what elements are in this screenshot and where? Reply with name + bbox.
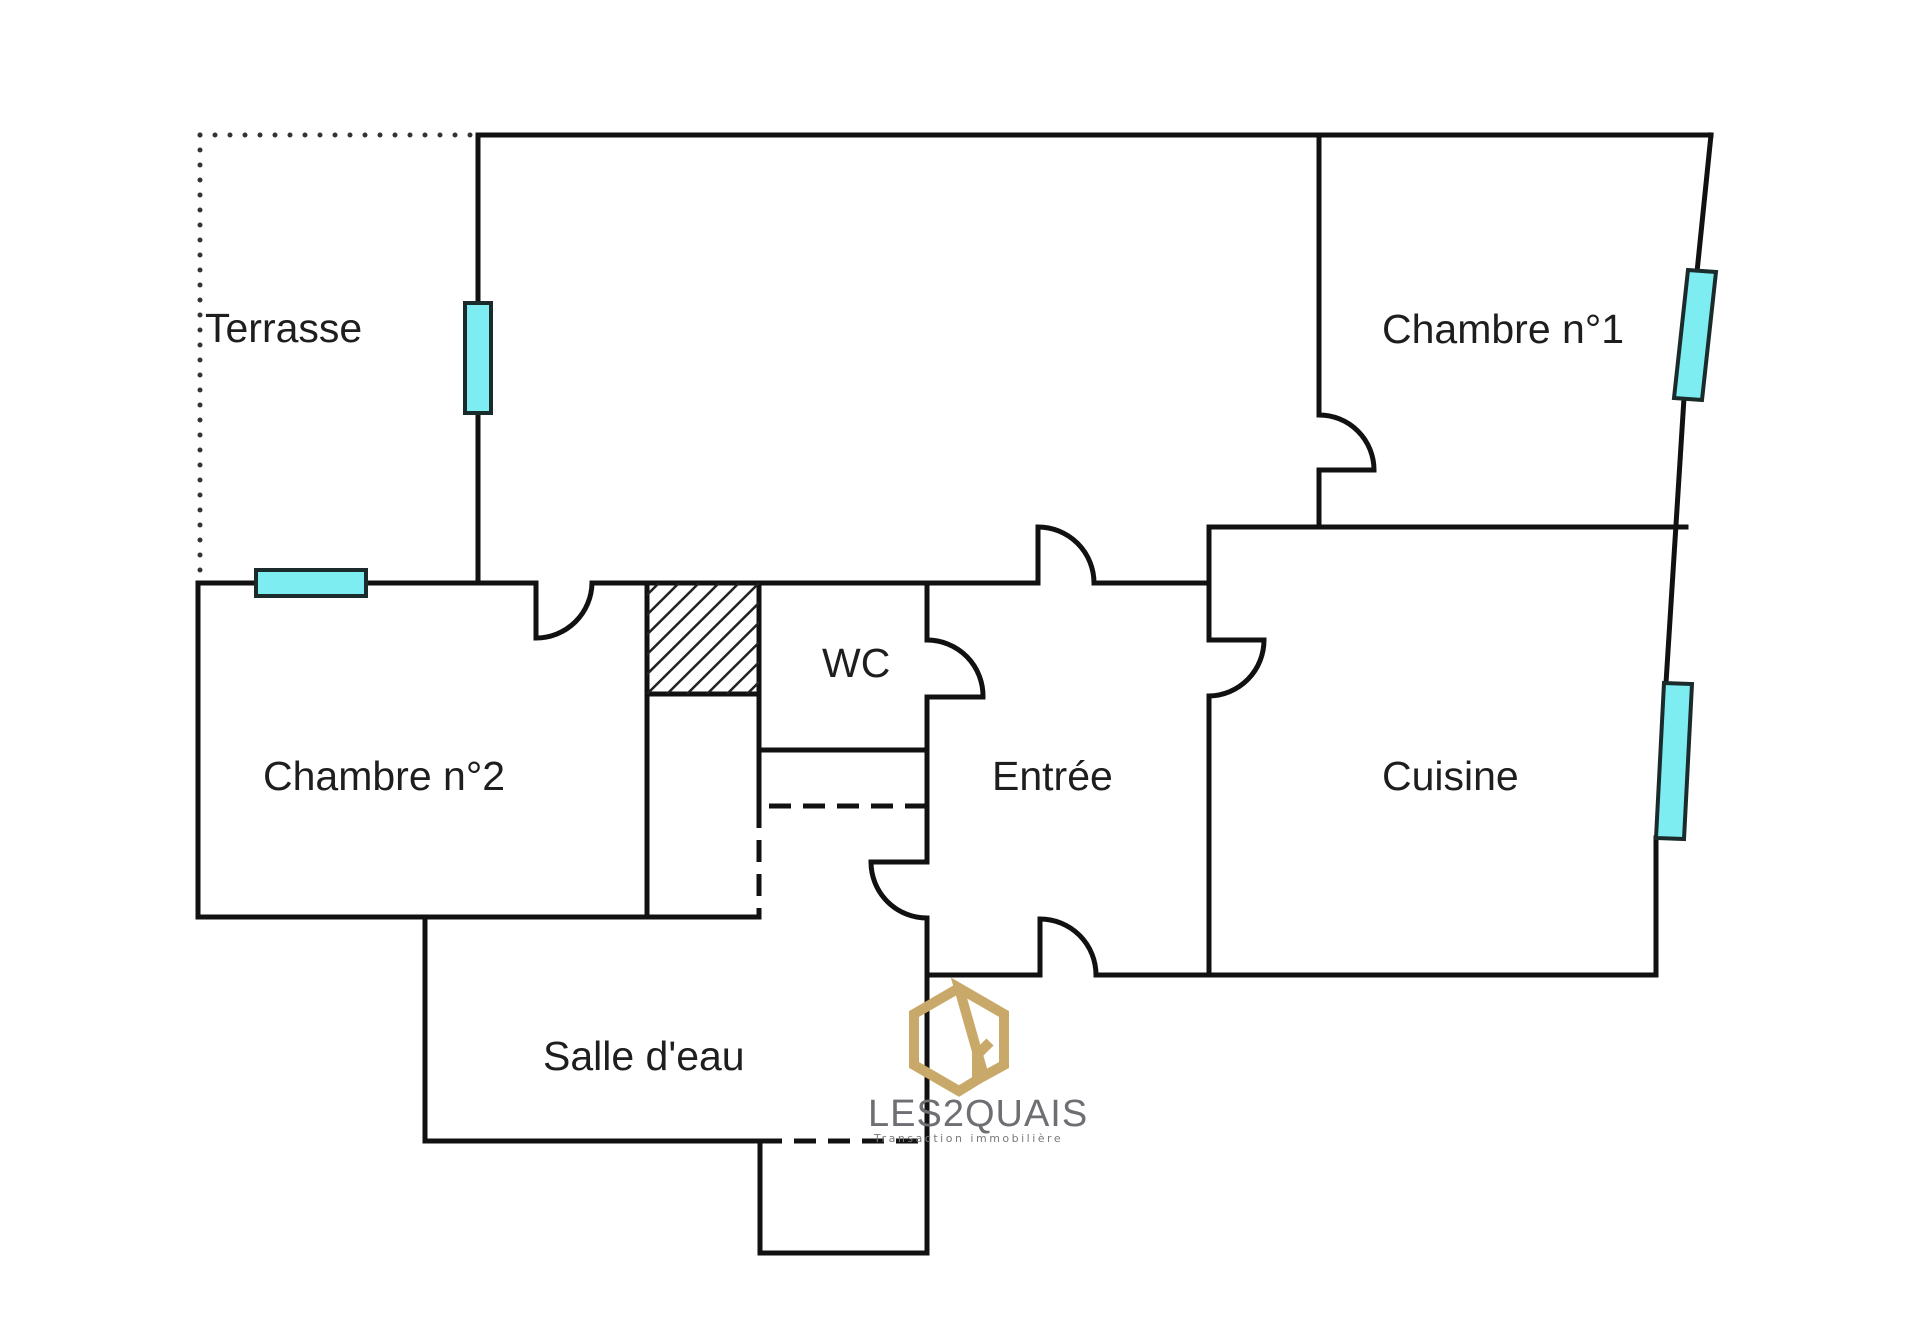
walls (195, 132, 1714, 1256)
logo-hex-icon (909, 983, 994, 1097)
wall-right-2 (1663, 395, 1687, 686)
window-cuisine (1653, 680, 1695, 842)
window-terrasse (463, 301, 493, 415)
label-chambre2: Chambre n°2 (263, 753, 505, 799)
terrasse-outline (197, 132, 481, 578)
door-chambre1[interactable] (1318, 412, 1377, 473)
hatch-line (706, 640, 759, 694)
logo-hex-right (950, 977, 1009, 1084)
label-salle-eau: Salle d'eau (543, 1033, 745, 1079)
room-labels: Terrasse Chambre n°1 Chambre n°2 WC Entr… (205, 305, 1624, 1079)
label-entree: Entrée (992, 753, 1113, 799)
dashed-partitions (756, 803, 927, 1144)
door-cuisine[interactable] (1208, 637, 1267, 699)
brand-logo: LES2QUAIS Transaction immobilière (868, 977, 1088, 1145)
hatch-line (666, 601, 759, 694)
window-chambre2 (254, 568, 368, 598)
label-cuisine: Cuisine (1382, 753, 1519, 799)
hatch-line (726, 660, 759, 694)
door-chambre2[interactable] (533, 582, 595, 641)
logo-wordmark: LES2QUAIS (868, 1093, 1088, 1135)
label-wc: WC (822, 640, 890, 686)
hatch-line (686, 620, 759, 694)
hatch-line (647, 583, 720, 657)
logo-tagline: Transaction immobilière (873, 1132, 1063, 1145)
hatch-line (647, 583, 680, 617)
hatch-line (647, 583, 759, 694)
doors (533, 412, 1377, 976)
window-chambre1 (1671, 267, 1719, 403)
hatched-duct (644, 580, 762, 697)
hatch-line (647, 583, 660, 597)
door-entree[interactable] (1037, 916, 1099, 976)
label-terrasse: Terrasse (205, 305, 362, 351)
door-salon[interactable] (1035, 524, 1097, 584)
door-salle-eau[interactable] (868, 859, 928, 921)
label-chambre1: Chambre n°1 (1382, 306, 1624, 352)
windows (254, 267, 1719, 842)
hatch-line (647, 583, 700, 637)
door-wc[interactable] (926, 637, 986, 700)
wall-right-1 (1694, 132, 1714, 275)
hatch-line (647, 583, 740, 676)
